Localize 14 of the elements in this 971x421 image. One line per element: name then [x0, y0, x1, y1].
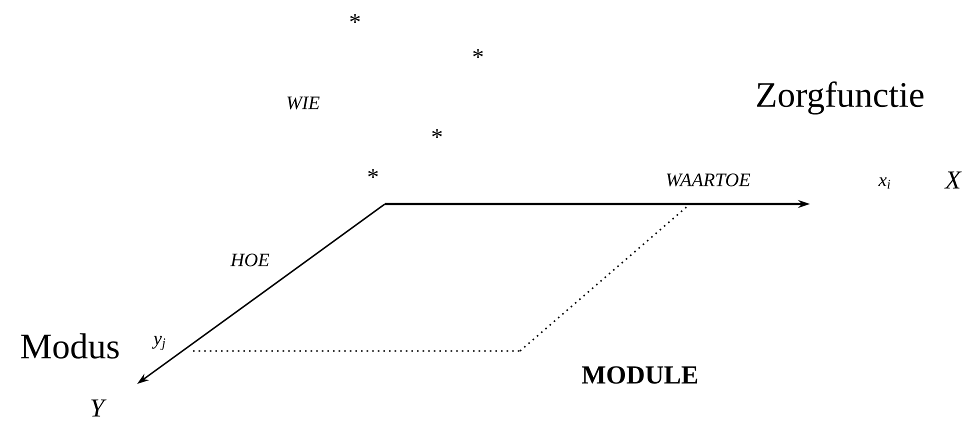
asterisk: * — [432, 129, 442, 138]
asterisk: * — [350, 14, 360, 23]
axis-label: WIE — [287, 96, 320, 110]
axis-label: HOE — [230, 254, 270, 266]
axis-title: Modus — [21, 333, 119, 359]
axis-variable: x$_{i}$ — [878, 177, 890, 189]
axis-letter: X — [944, 171, 962, 188]
asterisk: * — [473, 49, 483, 58]
module-label: MODULE — [582, 366, 698, 384]
axis-variable: y$_{j}$ — [152, 336, 166, 350]
axis-title: Zorgfunctie — [757, 81, 924, 115]
axis-label: WAARTOE — [666, 174, 750, 186]
asterisk: * — [368, 169, 378, 178]
axis-letter: Y — [91, 399, 107, 416]
